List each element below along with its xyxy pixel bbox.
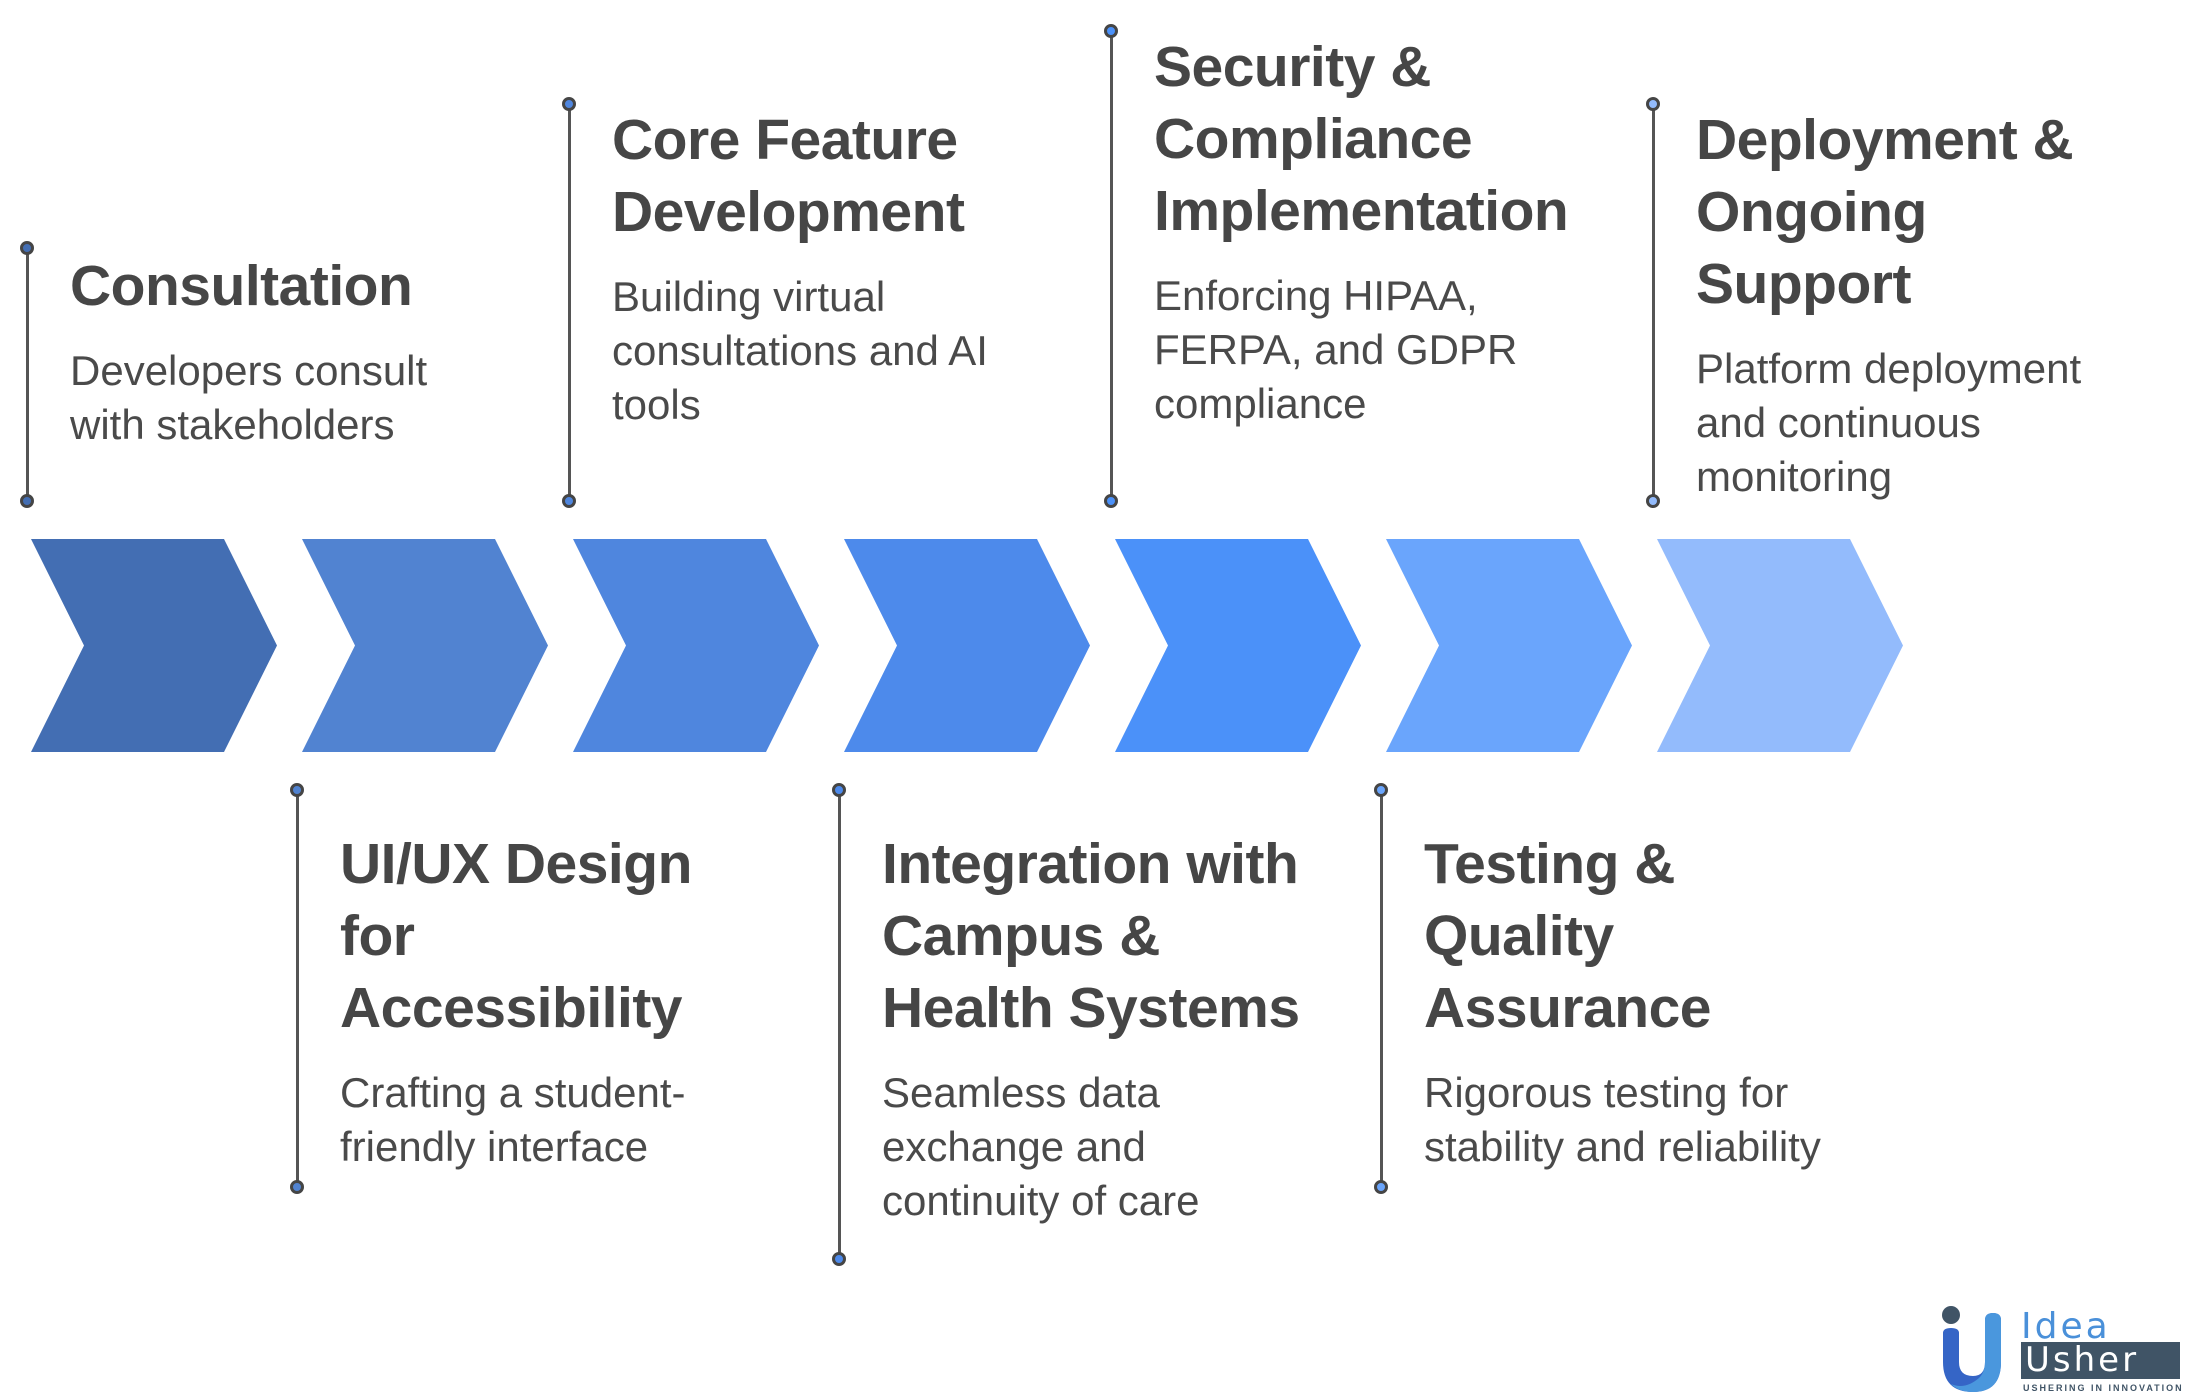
step-connector-line [568,104,571,501]
logo-tagline: USHERING IN INNOVATION [2023,1383,2184,1393]
step-connector-line [1110,31,1113,501]
step-dot-marker [290,1180,304,1194]
step-description: Crafting a student- friendly interface [340,1069,686,1170]
logo-usher-text: Usher [2021,1342,2180,1379]
step-dot-marker [290,783,304,797]
logo-u-icon [1942,1306,2001,1392]
step-dot-marker [20,494,34,508]
chevron-step-2 [302,539,548,752]
step-description: Developers consult with stakeholders [70,347,428,448]
chevron-step-5 [1115,539,1361,752]
step-description: Rigorous testing for stability and relia… [1424,1069,1821,1170]
step-dot-marker [562,97,576,111]
step-title: Deployment & Ongoing Support [1696,108,2074,316]
chevron-step-3 [573,539,819,752]
chevron-step-7 [1657,539,1903,752]
step-dot-marker [1104,24,1118,38]
step-dot-marker [1646,97,1660,111]
step-connector-line [26,248,29,501]
step-dot-marker [562,494,576,508]
chevron-step-1 [31,539,277,752]
step-dot-marker [1646,494,1660,508]
step-title: Testing & Quality Assurance [1424,832,1712,1040]
logo-idea-text: Idea [2021,1306,2111,1347]
chevron-step-6 [1386,539,1632,752]
step-dot-marker [1374,783,1388,797]
idea-usher-logo: Idea Usher USHERING IN INNOVATION [1935,1300,2185,1397]
step-dot-marker [1104,494,1118,508]
step-connector-line [296,790,299,1187]
step-title: Security & Compliance Implementation [1154,35,1569,243]
step-dot-marker [1374,1180,1388,1194]
step-dot-marker [832,783,846,797]
step-text-block: Integration with Campus & Health Systems… [882,828,1342,1228]
step-title: Consultation [70,254,413,318]
step-title: UI/UX Design for Accessibility [340,832,692,1040]
chevron-step-4 [844,539,1090,752]
step-title: Integration with Campus & Health Systems [882,832,1300,1040]
step-connector-line [1652,104,1655,501]
step-description: Platform deployment and continuous monit… [1696,345,2082,500]
step-title: Core Feature Development [612,108,965,244]
step-description: Building virtual consultations and AI to… [612,273,988,428]
step-description: Enforcing HIPAA, FERPA, and GDPR complia… [1154,272,1518,427]
step-dot-marker [20,241,34,255]
step-dot-marker [832,1252,846,1266]
step-connector-line [838,790,841,1259]
step-connector-line [1380,790,1383,1187]
process-chevrons [31,539,1903,752]
step-description: Seamless data exchange and continuity of… [882,1069,1200,1224]
